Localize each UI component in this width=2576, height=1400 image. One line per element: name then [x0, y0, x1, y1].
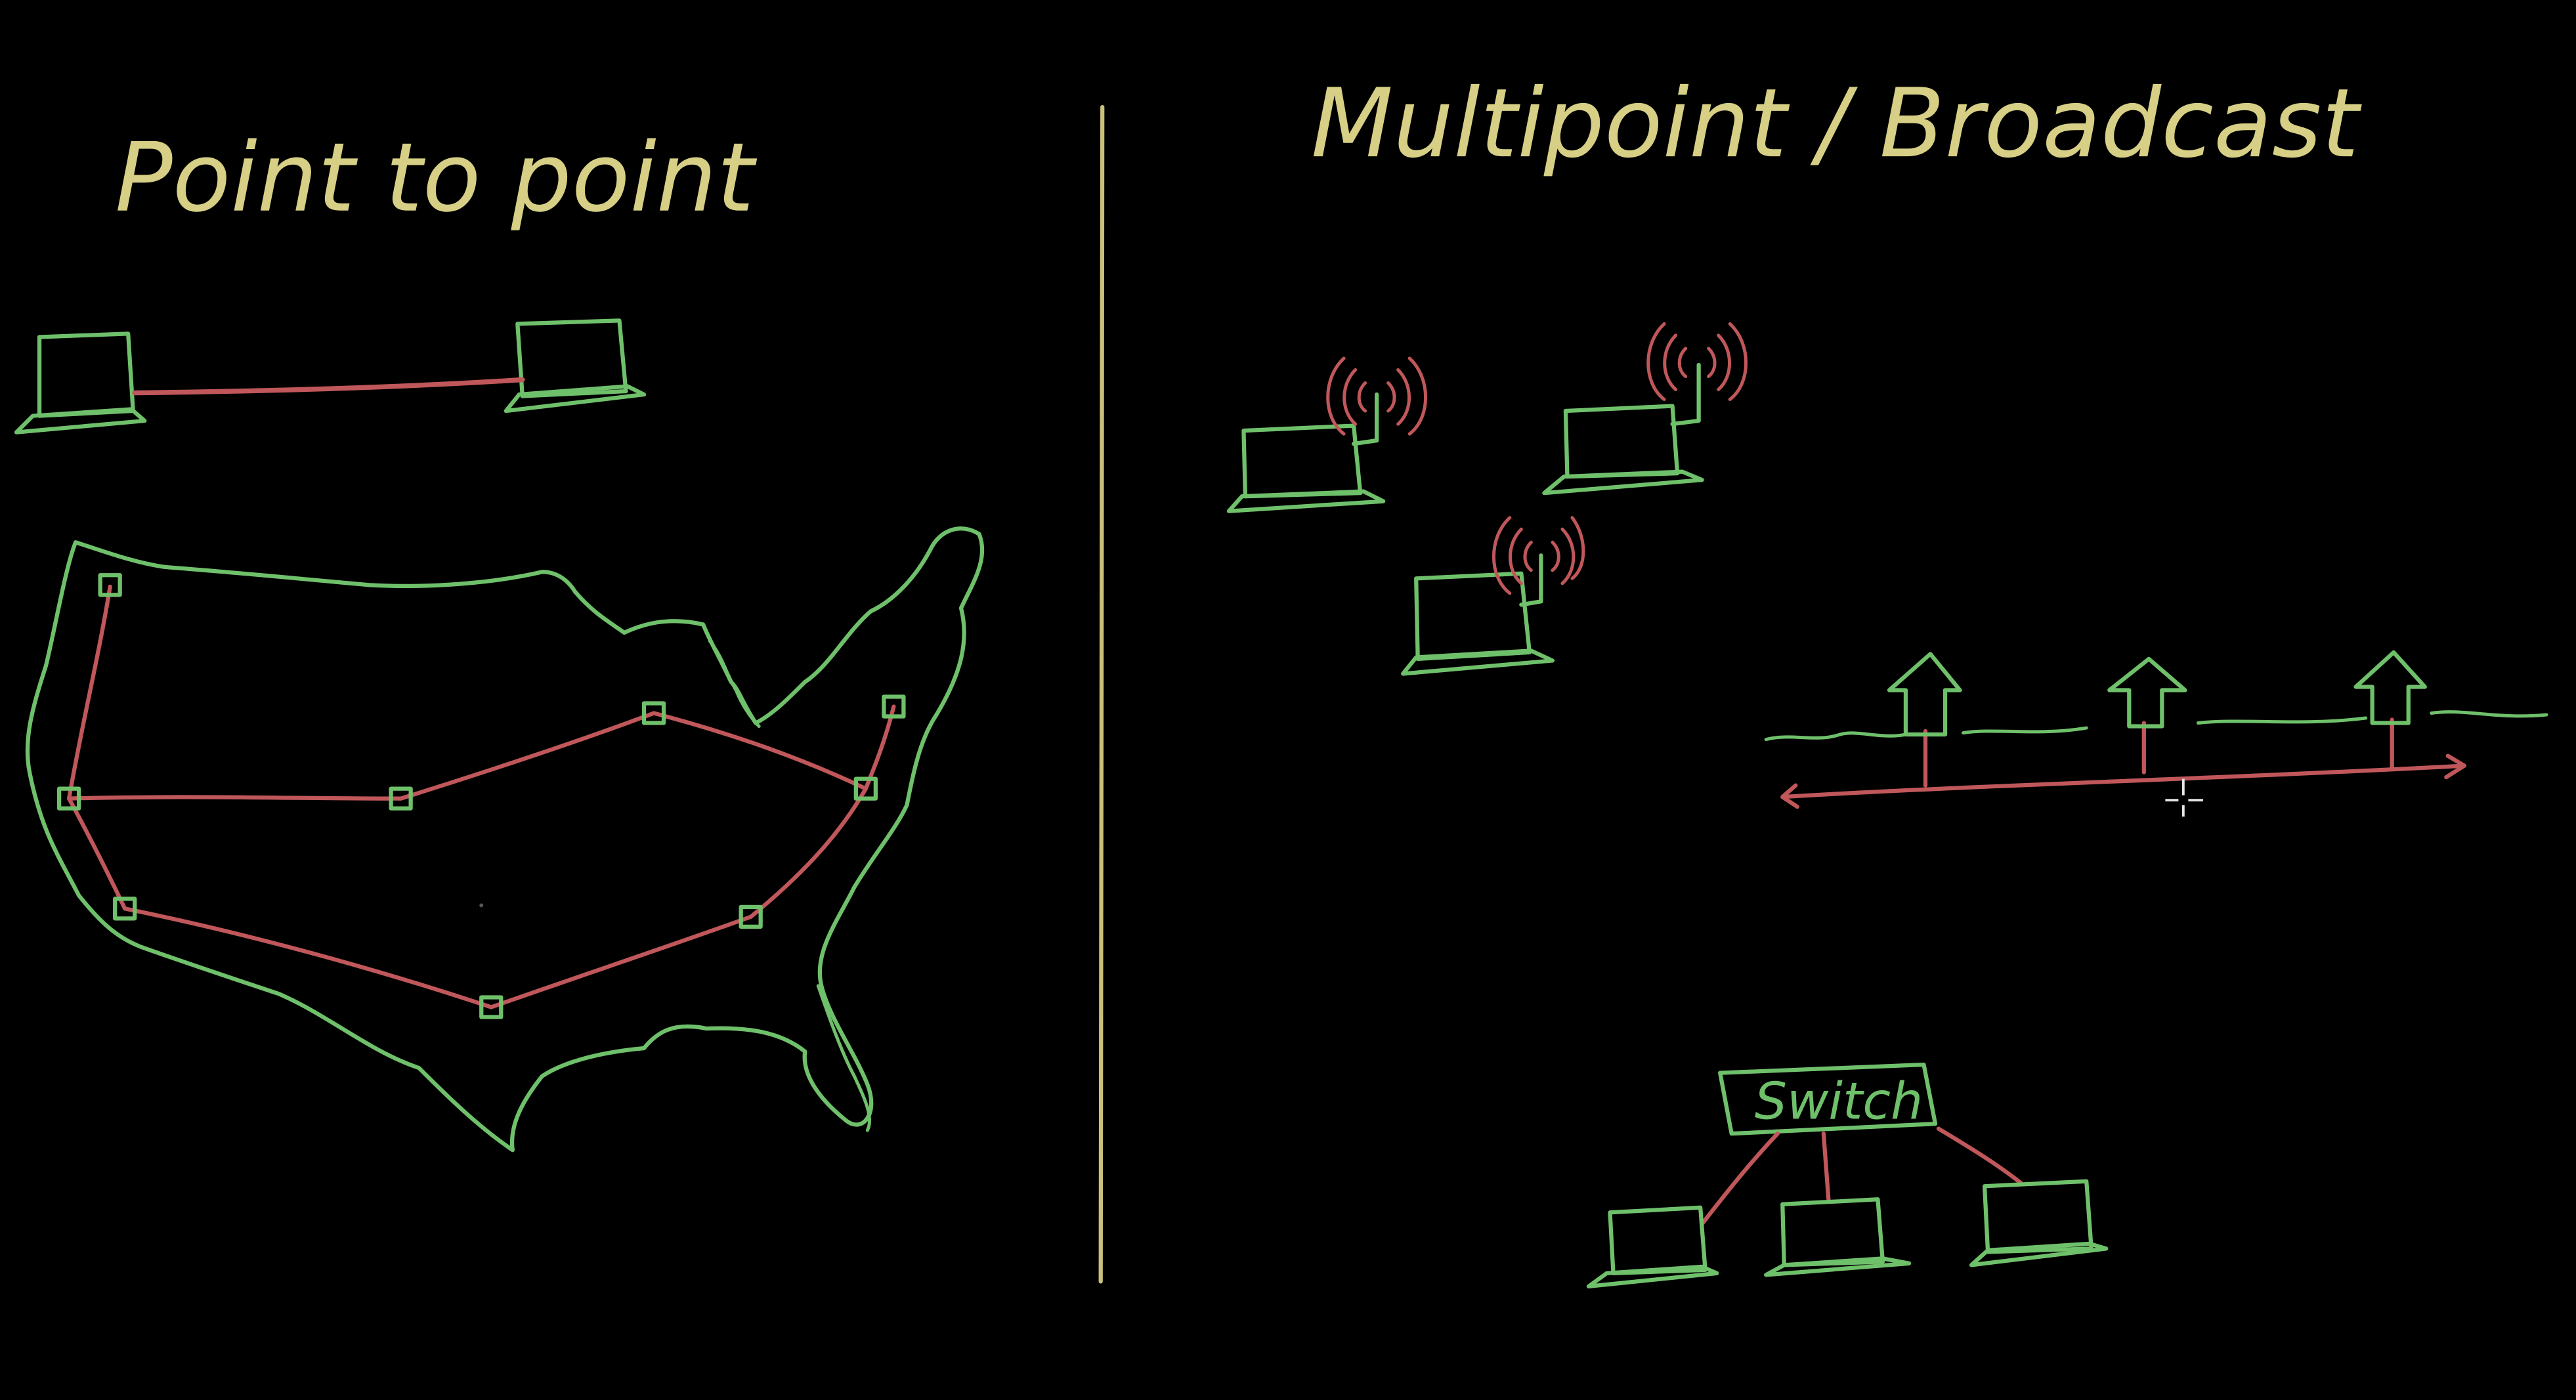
- bus-tap-3: [2353, 650, 2427, 771]
- point-to-point-link-diagram: [14, 318, 647, 435]
- right-panel: Multipoint / Broadcast: [1226, 68, 2548, 1289]
- node: [853, 776, 878, 801]
- radio-waves-icon: [1492, 516, 1585, 595]
- panel-divider: [1098, 104, 1105, 1284]
- us-outline: [25, 526, 985, 1153]
- switch-label: Switch: [1755, 1072, 1923, 1132]
- node: [56, 786, 81, 811]
- node: [739, 904, 763, 929]
- network-nodes: [56, 573, 906, 1019]
- left-panel: Point to point: [14, 123, 985, 1153]
- shared-bus-diagram: [1764, 650, 2548, 809]
- network-links: [66, 584, 896, 1009]
- point-to-point-link: [132, 377, 525, 396]
- switch-laptop-1: [1586, 1205, 1719, 1289]
- multipoint-broadcast-title: Multipoint / Broadcast: [1311, 68, 2362, 179]
- stray-dot: [479, 903, 484, 908]
- node: [479, 995, 504, 1019]
- wireless-laptop-2: [1542, 322, 1748, 496]
- laptop-right: [504, 318, 647, 414]
- node: [98, 573, 122, 597]
- bus-tap-1: [1887, 652, 1962, 788]
- radio-waves-icon: [1646, 322, 1748, 402]
- node: [113, 897, 137, 921]
- switch-laptop-2: [1764, 1197, 1912, 1277]
- node: [389, 786, 413, 811]
- bus-tap-2: [2107, 656, 2187, 774]
- wireless-laptop-3: [1401, 516, 1585, 676]
- node: [882, 694, 906, 719]
- bus-ground-line: [1764, 710, 2548, 742]
- radio-waves-icon: [1326, 356, 1427, 436]
- switch-diagram: Switch: [1586, 1062, 2109, 1289]
- wireless-group: [1226, 322, 1748, 676]
- wireless-laptop-1: [1226, 356, 1427, 513]
- switch-box: [1718, 1062, 1938, 1136]
- switch-laptop-3: [1969, 1179, 2109, 1267]
- node: [641, 701, 666, 725]
- laptop-left: [14, 331, 147, 435]
- bus-cable: [1780, 763, 2466, 799]
- crosshair-cursor-icon: [2165, 778, 2203, 817]
- us-map: [25, 526, 985, 1153]
- point-to-point-title: Point to point: [115, 123, 758, 234]
